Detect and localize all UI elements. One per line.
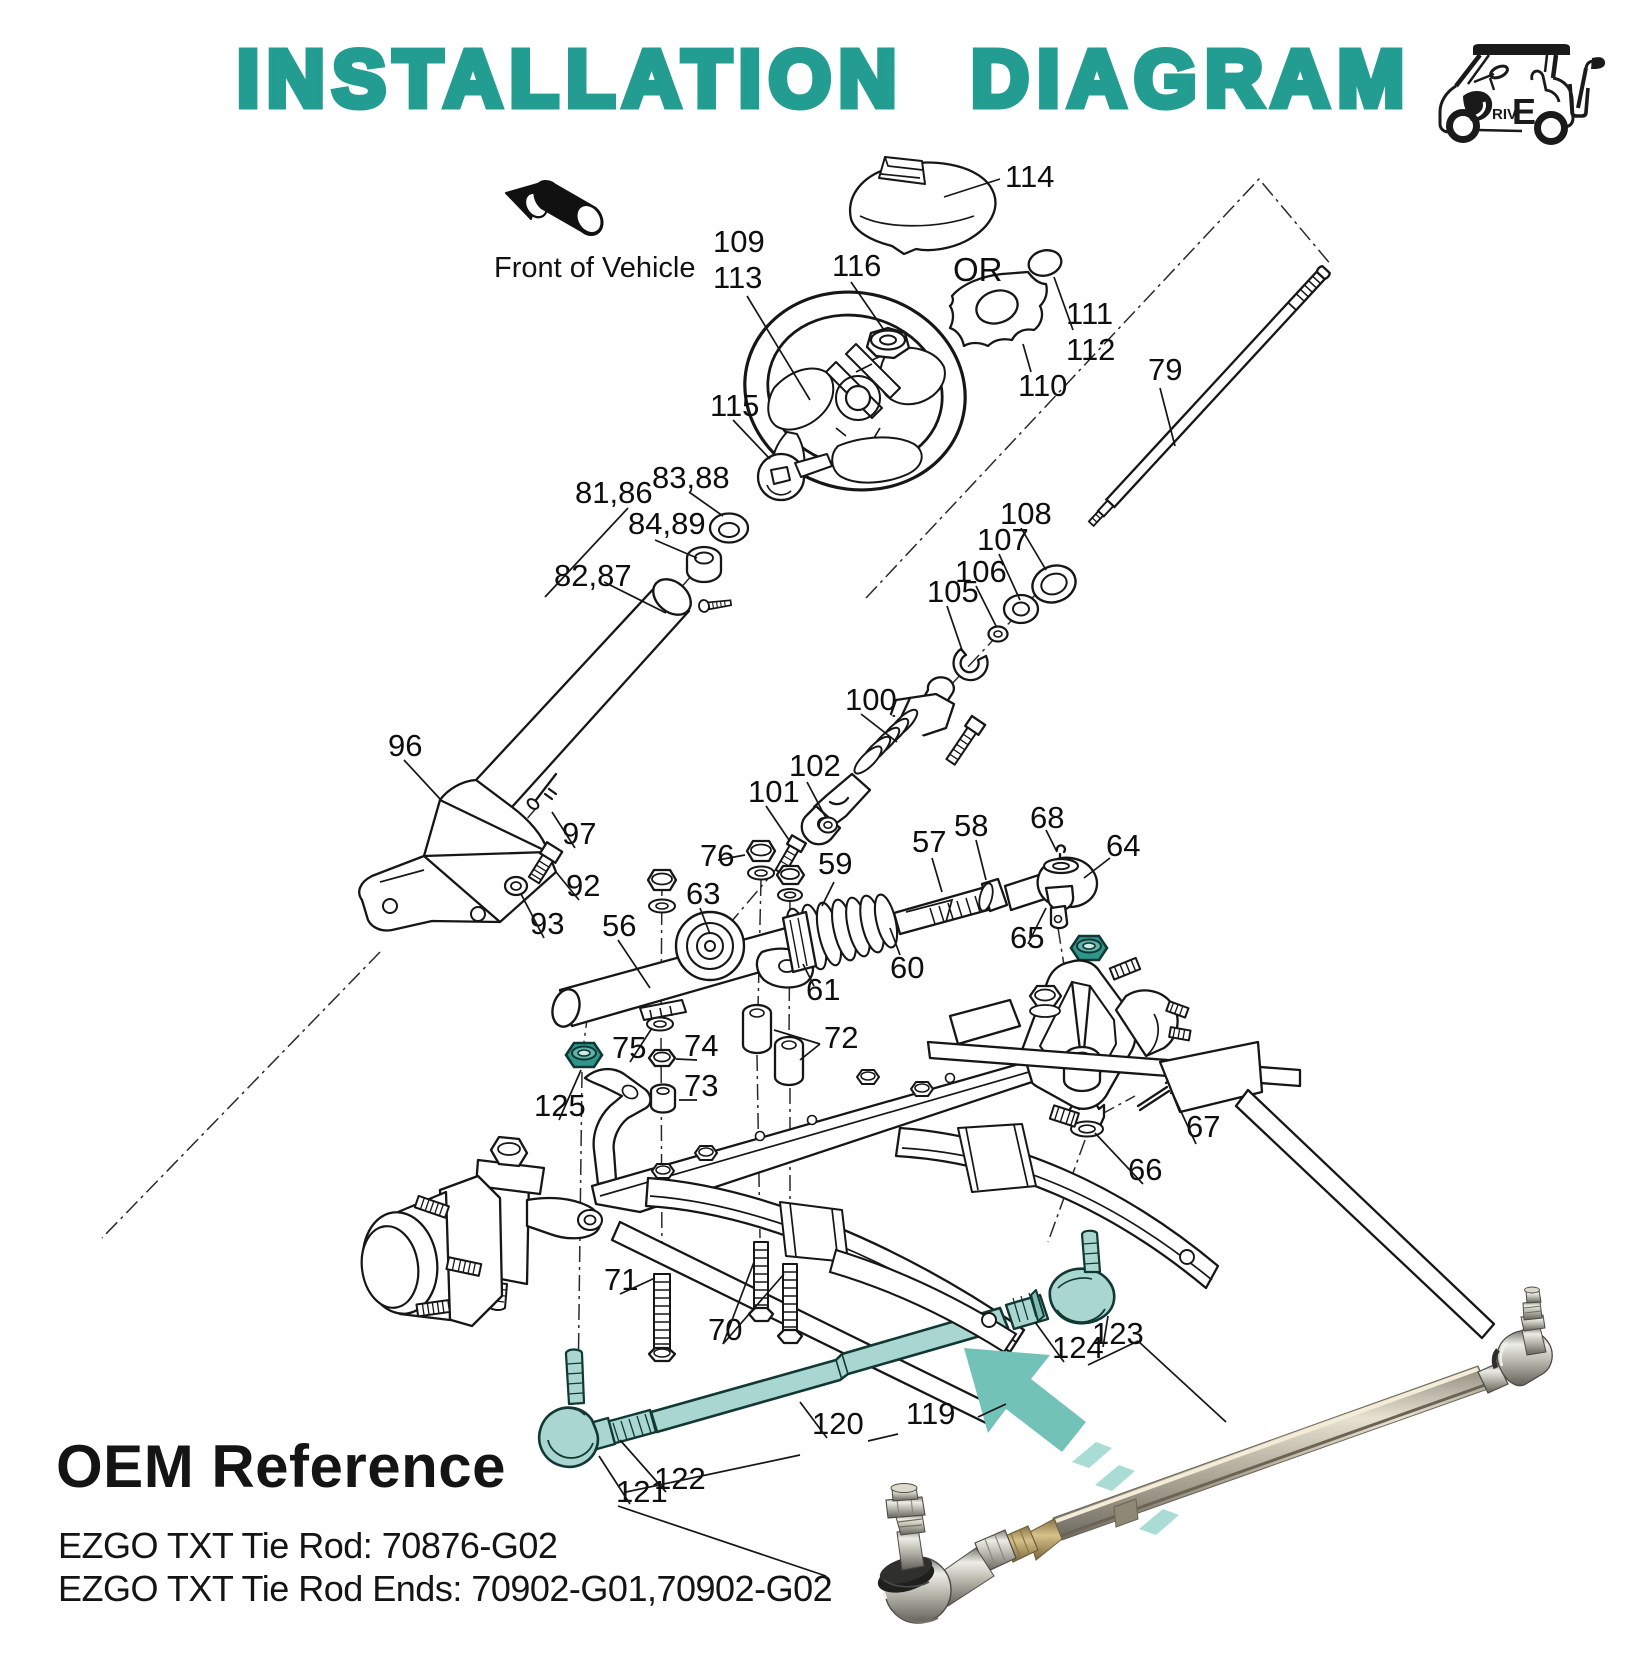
svg-text:82,87: 82,87 <box>554 558 632 593</box>
svg-text:100: 100 <box>845 682 897 717</box>
svg-text:110: 110 <box>1018 368 1067 403</box>
svg-text:68: 68 <box>1030 800 1064 835</box>
svg-text:71: 71 <box>604 1262 638 1297</box>
svg-text:96: 96 <box>388 728 422 763</box>
svg-text:RIV: RIV <box>1492 106 1517 123</box>
svg-text:113: 113 <box>713 260 762 295</box>
svg-text:124: 124 <box>1052 1330 1104 1365</box>
svg-text:67: 67 <box>1186 1109 1220 1144</box>
svg-text:73: 73 <box>684 1068 718 1103</box>
svg-text:116: 116 <box>832 248 881 283</box>
svg-text:OEM Reference: OEM Reference <box>56 1433 506 1500</box>
svg-text:102: 102 <box>789 748 841 783</box>
svg-text:109: 109 <box>713 224 765 259</box>
svg-text:115: 115 <box>710 388 759 423</box>
svg-text:107: 107 <box>977 522 1029 557</box>
svg-text:122: 122 <box>654 1461 706 1496</box>
svg-text:66: 66 <box>1128 1152 1162 1187</box>
svg-text:83,88: 83,88 <box>652 460 730 495</box>
svg-text:92: 92 <box>566 868 600 903</box>
svg-text:121: 121 <box>616 1474 668 1509</box>
svg-text:112: 112 <box>1066 332 1115 367</box>
svg-text:E: E <box>1512 91 1536 132</box>
svg-text:64: 64 <box>1106 828 1140 863</box>
svg-text:119: 119 <box>906 1396 955 1431</box>
svg-text:65: 65 <box>1010 920 1044 955</box>
svg-text:114: 114 <box>1005 159 1054 194</box>
svg-text:INSTALLATION: INSTALLATION <box>237 34 904 123</box>
svg-text:108: 108 <box>1000 496 1052 531</box>
svg-text:105: 105 <box>927 574 979 609</box>
svg-text:111: 111 <box>1066 296 1113 331</box>
svg-text:76: 76 <box>700 838 734 873</box>
svg-text:DIAGRAM: DIAGRAM <box>971 34 1413 123</box>
svg-text:84,89: 84,89 <box>628 506 706 541</box>
svg-text:74: 74 <box>684 1028 718 1063</box>
svg-text:EZGO TXT Tie Rod: 70876-G02: EZGO TXT Tie Rod: 70876-G02 <box>58 1525 557 1566</box>
svg-text:EZGO TXT Tie Rod Ends: 70902-G: EZGO TXT Tie Rod Ends: 70902-G01,70902-G… <box>58 1568 832 1609</box>
svg-text:81,86: 81,86 <box>575 475 653 510</box>
svg-text:57: 57 <box>912 824 946 859</box>
svg-text:61: 61 <box>806 972 840 1007</box>
svg-text:123: 123 <box>1092 1316 1144 1351</box>
svg-text:59: 59 <box>818 846 852 881</box>
svg-text:Front of Vehicle: Front of Vehicle <box>494 252 696 284</box>
svg-text:120: 120 <box>812 1406 864 1441</box>
svg-text:79: 79 <box>1148 352 1182 387</box>
svg-text:97: 97 <box>562 816 596 851</box>
svg-text:93: 93 <box>530 906 564 941</box>
svg-text:58: 58 <box>954 808 988 843</box>
svg-text:63: 63 <box>686 876 720 911</box>
svg-text:75: 75 <box>612 1030 646 1065</box>
svg-text:OR: OR <box>953 251 1003 288</box>
svg-text:106: 106 <box>955 554 1007 589</box>
svg-text:101: 101 <box>748 774 800 809</box>
svg-text:72: 72 <box>824 1020 858 1055</box>
svg-text:60: 60 <box>890 950 924 985</box>
svg-text:56: 56 <box>602 908 636 943</box>
